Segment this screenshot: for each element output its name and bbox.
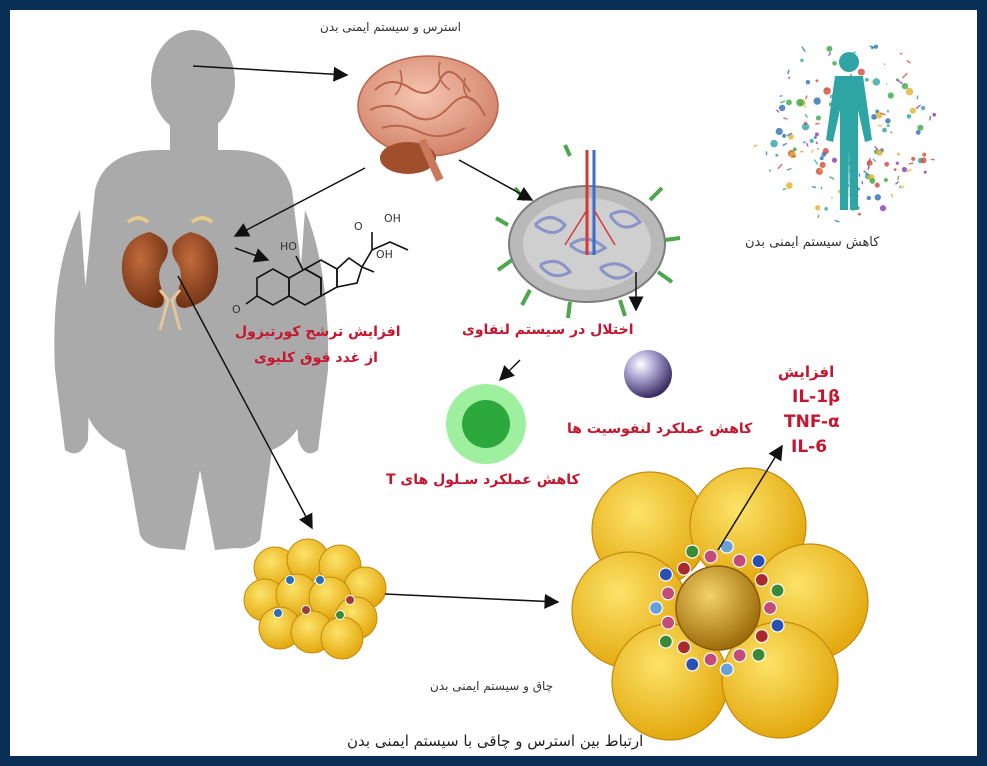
molecule-o-label-top: O <box>354 220 363 233</box>
lymph-disorder-label: اختلال در سیستم لنفاوی <box>462 322 634 338</box>
molecule-o-label-left: O <box>232 303 241 316</box>
adipose-cluster-large <box>572 468 868 740</box>
diagram-canvas: HO OH OH O O استرس و سیستم ایمنی بدن کاه… <box>10 10 977 756</box>
tcell-reduction-label: کاهش عملکرد سـلول های T <box>386 472 580 488</box>
immune-figure-panel <box>751 34 947 230</box>
diagram-graphics <box>10 10 977 756</box>
caption: ارتباط بین استرس و چاقی با سیستم ایمنی ب… <box>347 732 643 750</box>
cortisol-label-line2: از غدد فوق کلیوی <box>254 350 378 366</box>
lymphocyte <box>624 350 672 398</box>
cytokine-il1b: IL-1β <box>792 387 840 407</box>
immune-reduction-label: کاهش سیستم ایمنی بدن <box>745 235 879 250</box>
brain <box>358 56 498 180</box>
lymph-node <box>496 145 680 318</box>
t-cell <box>446 384 526 464</box>
increase-label: افزایش <box>778 363 834 381</box>
lymphocyte-reduction-label: کاهش عملکرد لنفوسیت ها <box>567 421 752 437</box>
molecule-oh-label-top: OH <box>384 212 401 225</box>
stress-immune-label: استرس و سیستم ایمنی بدن <box>320 20 461 34</box>
cortisol-label-line1: افزایش ترشح کورتیزول <box>235 324 401 340</box>
cytokine-tnfa: TNF-α <box>784 412 840 432</box>
adipose-cluster-small <box>244 539 386 659</box>
molecule-ho-label: HO <box>280 240 297 253</box>
cytokine-il6: IL-6 <box>791 437 827 457</box>
obesity-immune-label: چاق و سیستم ایمنی بدن <box>430 679 553 693</box>
molecule-oh-label-side: OH <box>376 248 393 261</box>
